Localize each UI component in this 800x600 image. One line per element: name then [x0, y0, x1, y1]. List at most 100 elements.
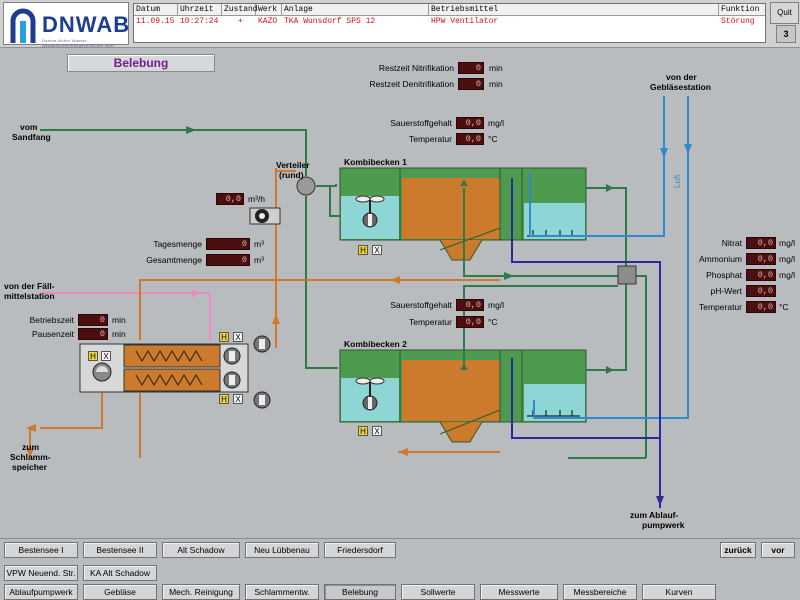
alarm-werk: KAZO [258, 17, 278, 26]
o2-1-value: 0,0 [456, 117, 484, 129]
vom-sandfang-1: vom [20, 122, 38, 132]
auto-button-sludge[interactable]: X [101, 351, 111, 361]
nav-mech-reinigung[interactable]: Mech. Reinigung [162, 584, 240, 600]
schlamm-1: zum [22, 442, 39, 452]
nav-neu-luebbenau[interactable]: Neu Lübbenau [245, 542, 319, 558]
pipe-to-kb1 [316, 185, 340, 217]
logo-mark-icon [10, 8, 36, 43]
col-anlage: Anlage [282, 4, 429, 16]
alarm-header: DNWAB Dahme-Nuthe Wasser-, Abwasserbetri… [0, 0, 800, 48]
nav-ka-alt-schadow[interactable]: KA Alt Schadow [83, 565, 157, 581]
auto-button-pump-bottom[interactable]: X [233, 394, 243, 404]
tagesmenge-label: Tagesmenge [153, 239, 202, 249]
temp-1-unit: °C [488, 134, 498, 144]
nitrat-unit: mg/l [779, 238, 796, 248]
hand-button-kb2[interactable]: H [358, 426, 368, 436]
verteiler-rund-icon [296, 176, 316, 196]
alarm-state: + [238, 17, 243, 26]
hand-button-pump-bottom[interactable]: H [219, 394, 229, 404]
alarm-table[interactable]: Datum Uhrzeit Zustand Werk Anlage Betrie… [133, 3, 766, 43]
arrow-sandfang-icon [186, 126, 196, 134]
faellmittel-2: mittelstation [4, 291, 55, 301]
quit-button[interactable]: Quit [770, 2, 799, 24]
pausenzeit-label: Pausenzeit [31, 329, 74, 339]
o2-2-label: Sauerstoffgehalt [390, 300, 452, 310]
nav-schlammentw[interactable]: Schlammentw. [245, 584, 319, 600]
nav-belebung[interactable]: Belebung [324, 584, 396, 600]
auto-button-kb2[interactable]: X [372, 426, 382, 436]
col-datum: Datum [134, 4, 178, 16]
nav-messbereiche[interactable]: Messbereiche [563, 584, 637, 600]
alarm-row[interactable]: 11.09.15 10:27:24 + KAZO TKA Wunsdorf SP… [134, 17, 765, 28]
col-funktion: Funktion [721, 5, 760, 14]
nitrat-label: Nitrat [721, 238, 742, 248]
o2-1-label: Sauerstoffgehalt [390, 118, 452, 128]
col-zustand: Zustand [224, 4, 258, 16]
betriebszeit-label: Betriebszeit [29, 315, 74, 325]
alarm-date: 11.09.15 [136, 17, 175, 26]
pipe-sandfang [40, 129, 307, 176]
forward-button[interactable]: vor [761, 542, 795, 558]
nav-messwerte[interactable]: Messwerte [480, 584, 558, 600]
o2-1-unit: mg/l [488, 118, 505, 128]
ammonium-value: 0,0 [746, 253, 776, 265]
temp-1-value: 0,0 [456, 133, 484, 145]
nav-alt-schadow[interactable]: Alt Schadow [162, 542, 240, 558]
nav-ablaufpumpwerk[interactable]: Ablaufpumpwerk [4, 584, 78, 600]
page-title: Belebung [67, 54, 215, 72]
betriebszeit-unit: min [112, 315, 126, 325]
o2-2-unit: mg/l [488, 300, 505, 310]
ammonium-unit: mg/l [779, 254, 796, 264]
hand-button-pump-top[interactable]: H [219, 332, 229, 342]
betriebszeit-value: 0 [78, 314, 108, 326]
temp-2-value: 0,0 [456, 316, 484, 328]
restzeit-nitri-unit: min [489, 63, 503, 73]
pausenzeit-value: 0 [78, 328, 108, 340]
tagesmenge-unit: m³ [254, 239, 264, 249]
back-button[interactable]: zurück [720, 542, 756, 558]
nav-bestensee-1[interactable]: Bestensee I [4, 542, 78, 558]
subsite-nav: VPW Neuend. Str. KA Alt Schadow [0, 562, 800, 584]
nav-geblaese[interactable]: Gebläse [83, 584, 157, 600]
phosphat-unit: mg/l [779, 270, 796, 280]
site-nav: Bestensee I Bestensee II Alt Schadow Neu… [0, 538, 800, 562]
gesamtmenge-unit: m³ [254, 255, 264, 265]
flow-value: 0,0 [216, 193, 244, 205]
schlammbehandlung-unit [79, 335, 271, 409]
vom-sandfang-2: Sandfang [12, 132, 51, 142]
hand-button-kb1[interactable]: H [358, 245, 368, 255]
col-werk: Werk [256, 4, 282, 16]
col-uhrzeit: Uhrzeit [178, 4, 222, 16]
nav-sollwerte[interactable]: Sollwerte [401, 584, 475, 600]
hand-button-sludge[interactable]: H [88, 351, 98, 361]
restzeit-denitri-unit: min [489, 79, 503, 89]
alarm-time: 10:27:24 [180, 17, 219, 26]
nav-kurven[interactable]: Kurven [642, 584, 716, 600]
pausenzeit-unit: min [112, 329, 126, 339]
restzeit-nitri-label: Restzeit Nitrifikation [378, 63, 454, 73]
temp-r-unit: °C [779, 302, 789, 312]
col-betriebsmittel: Betriebsmittel [429, 4, 719, 16]
temp-1-label: Temperatur [409, 134, 452, 144]
alarm-funktion: Störung [721, 17, 755, 26]
pipe-ablauf [511, 178, 661, 508]
gesamtmenge-value: 0 [206, 254, 250, 266]
nav-bestensee-2[interactable]: Bestensee II [83, 542, 157, 558]
geblaese-1: von der [666, 72, 697, 82]
pipe-to-kb2 [305, 196, 338, 369]
verteiler-eckig-icon [617, 265, 637, 285]
auto-button-pump-top[interactable]: X [233, 332, 243, 342]
ammonium-label: Ammonium [699, 254, 742, 264]
phosphat-value: 0,0 [746, 269, 776, 281]
pipe-schlamm [40, 393, 103, 429]
phosphat-label: Phosphat [706, 270, 742, 280]
temp-2-label: Temperatur [409, 317, 452, 327]
auto-button-kb1[interactable]: X [372, 245, 382, 255]
nav-vpw-neuend[interactable]: VPW Neuend. Str. [4, 565, 78, 581]
logo-brand: DNWAB [42, 12, 131, 37]
nav-friedersdorf[interactable]: Friedersdorf [324, 542, 396, 558]
belebung-view: Luft Belebung Restzeit Nitrifikation 0 m… [0, 48, 800, 538]
page-number: 3 [776, 25, 796, 43]
alarm-table-header: Datum Uhrzeit Zustand Werk Anlage Betrie… [134, 4, 765, 16]
ruehrwerk-2-icon [355, 377, 385, 411]
